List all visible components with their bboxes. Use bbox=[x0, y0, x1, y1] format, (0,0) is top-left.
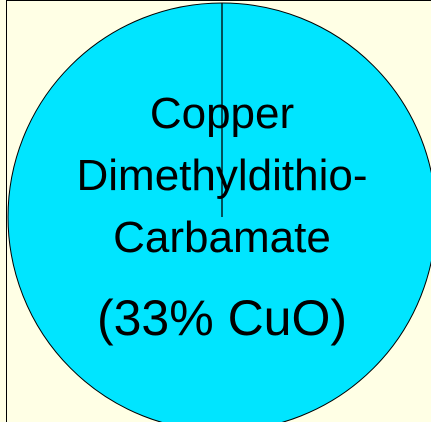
slice-label-line-1: Copper bbox=[150, 89, 294, 138]
slice-label-line-4: (33% CuO) bbox=[97, 290, 347, 346]
slice-label-line-2: Dimethyldithio- bbox=[77, 151, 368, 200]
slice-label-line-3: Carbamate bbox=[113, 213, 331, 262]
